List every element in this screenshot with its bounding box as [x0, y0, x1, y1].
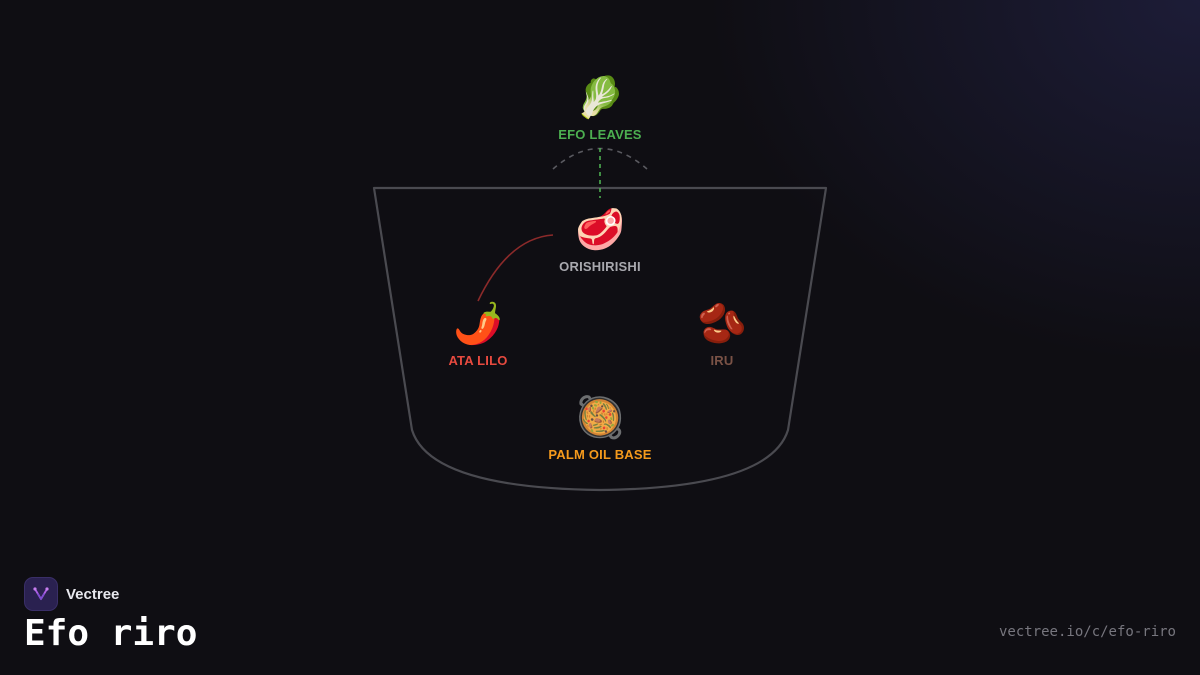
brand-name: Vectree [66, 585, 120, 603]
chili-pepper-icon: 🌶️ [453, 302, 503, 346]
pot-outline [372, 186, 828, 492]
node-orishirishi[interactable]: 🥩 ORISHIRISHI [500, 206, 700, 274]
node-label: ATA LILO [448, 353, 508, 368]
leafy-greens-icon: 🥬 [575, 76, 625, 120]
connection-ata-lilo-orishirishi [477, 234, 554, 302]
page-title: Efo riro [24, 613, 198, 654]
beans-icon: 🫘 [697, 302, 747, 346]
page-url[interactable]: vectree.io/c/efo-riro [998, 624, 1176, 640]
node-iru[interactable]: 🫘 IRU [622, 300, 822, 368]
node-label: PALM OIL BASE [548, 447, 652, 462]
pan-icon: 🥘 [575, 396, 625, 440]
node-label: IRU [710, 353, 734, 368]
node-label: ORISHIRISHI [559, 259, 641, 274]
node-ata-lilo[interactable]: 🌶️ ATA LILO [378, 300, 578, 368]
node-label: EFO LEAVES [558, 127, 642, 142]
node-palm-oil-base[interactable]: 🥘 PALM OIL BASE [500, 394, 700, 462]
vectree-logo-icon [24, 577, 58, 611]
meat-icon: 🥩 [575, 208, 625, 252]
node-efo-leaves[interactable]: 🥬 EFO LEAVES [500, 74, 700, 142]
brand[interactable]: Vectree [24, 577, 119, 611]
